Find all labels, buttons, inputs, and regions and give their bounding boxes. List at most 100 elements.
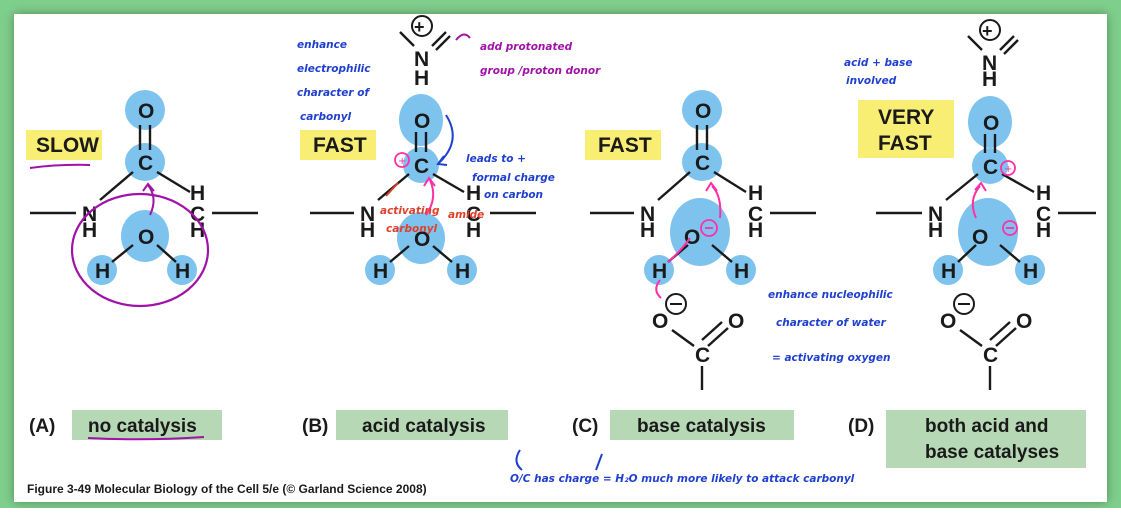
atom-o: O: [695, 100, 711, 123]
speed-highlight-d: [858, 100, 954, 158]
amide-molecule-c: O C N H H C H O H H: [590, 90, 816, 285]
speed-label-d-2: FAST: [878, 132, 932, 155]
speed-label-b: FAST: [313, 134, 367, 157]
atom-c: C: [748, 203, 763, 226]
atom-h: H: [734, 260, 749, 283]
atom-o: O: [414, 110, 430, 133]
atom-c: C: [138, 152, 153, 175]
atom-h: H: [95, 260, 110, 283]
curved-arrow-b-pink: [425, 179, 435, 216]
atom-h: H: [373, 260, 388, 283]
panel-c: FAST O C N H H C H O H H: [572, 90, 894, 440]
speed-highlight-a: [26, 130, 102, 160]
atom-h: H: [466, 219, 481, 242]
note-acid-base: acid + base: [844, 57, 913, 69]
curved-arrow-c-2: [667, 237, 691, 263]
atom-o: O: [414, 228, 430, 251]
speed-label-d-1: VERY: [878, 106, 934, 129]
atom-c: C: [695, 344, 710, 367]
carbon-lobe: [972, 148, 1008, 184]
atom-h: H: [982, 68, 997, 91]
panel-letter-c: (C): [572, 416, 598, 437]
note-character-water: character of water: [776, 317, 887, 329]
carbon-lobe: [682, 143, 722, 181]
note-enhance: enhance: [297, 39, 347, 51]
atom-o: O: [684, 226, 700, 249]
oxygen-lobe: [399, 94, 443, 146]
atom-o: O: [1016, 310, 1032, 333]
panel-letter-b: (B): [302, 416, 328, 437]
oxygen-lobe: [968, 96, 1012, 148]
underline-caption-a: [87, 436, 205, 441]
plus-charge-annotation: [394, 152, 410, 168]
note-activating-oxygen: = activating oxygen: [772, 352, 891, 364]
note-enhance-nucleophilic: enhance nucleophilic: [768, 289, 894, 301]
amide-molecule-a: O C N H H C H O H H: [30, 90, 258, 285]
atom-h: H: [941, 260, 956, 283]
atom-h: H: [466, 182, 481, 205]
atom-h: H: [640, 219, 655, 242]
water-h-lobe-left: [644, 255, 674, 285]
atom-h: H: [414, 67, 429, 90]
note-carbonyl-red: carbonyl: [386, 223, 438, 235]
panel-d: VERY FAST acid + base involved + N H O: [844, 19, 1096, 468]
atom-o: O: [138, 226, 154, 249]
carbon-lobe: [403, 147, 439, 183]
atom-h: H: [360, 219, 375, 242]
atom-c: C: [983, 344, 998, 367]
note-involved: involved: [846, 75, 897, 87]
note-formal-charge: formal charge: [472, 172, 555, 184]
atom-h: H: [190, 182, 205, 205]
svg-text:+: +: [982, 21, 993, 41]
water-h-lobe-right: [1015, 255, 1045, 285]
svg-text:+: +: [414, 17, 425, 37]
arrow-bottom-right: [595, 453, 603, 471]
panel-letter-d: (D): [848, 416, 874, 437]
atom-h: H: [175, 260, 190, 283]
panel-a: SLOW O C N H H C H O H H: [26, 90, 258, 441]
caption-box-b: [336, 410, 508, 440]
atom-h: H: [748, 182, 763, 205]
note-character: character of: [297, 87, 370, 99]
caption-d-1: both acid and: [925, 416, 1049, 437]
speed-highlight-c: [585, 130, 661, 160]
oxygen-lobe: [682, 90, 722, 130]
water-h-lobe-left: [933, 255, 963, 285]
arrow-activating: [385, 182, 399, 197]
atom-h: H: [1023, 260, 1038, 283]
note-carbonyl: carbonyl: [300, 111, 352, 123]
water-h-lobe-left: [365, 255, 395, 285]
note-electrophilic: electrophilic: [297, 63, 371, 75]
circle-water-annotation: [70, 192, 210, 308]
atom-n: N: [640, 203, 655, 226]
water-h-lobe-right: [167, 255, 197, 285]
atom-c: C: [466, 203, 481, 226]
note-amide: amide: [448, 209, 484, 221]
underline-slow: [29, 163, 91, 169]
caption-box-c: [610, 410, 794, 440]
curved-arrow-c-3: [655, 279, 662, 299]
curved-arrow-d: [971, 185, 981, 219]
atom-o: O: [972, 226, 988, 249]
atom-h: H: [1036, 219, 1051, 242]
minus-charge-annotation: [700, 219, 718, 237]
caption-a: no catalysis: [88, 416, 197, 437]
panel-letter-a: (A): [29, 416, 55, 437]
note-add-protonated: add protonated: [480, 41, 573, 53]
carbon-lobe: [125, 143, 165, 181]
caption-d-2: base catalyses: [925, 442, 1059, 463]
water-oxygen-lobe: [121, 210, 169, 262]
svg-text:+: +: [1004, 164, 1012, 175]
panel-b: FAST + N H O C N H H: [297, 15, 601, 440]
atom-o: O: [138, 100, 154, 123]
water-h-lobe-left: [87, 255, 117, 285]
caption-box-d: [886, 410, 1086, 468]
svg-text:+: +: [398, 156, 406, 167]
caption-box-a: [72, 410, 222, 440]
acetate-group-d: O O C: [940, 293, 1032, 390]
caption-c: base catalysis: [637, 416, 766, 437]
atom-h: H: [82, 219, 97, 242]
note-leads-to: leads to +: [466, 153, 526, 165]
caption-b: acid catalysis: [362, 416, 486, 437]
